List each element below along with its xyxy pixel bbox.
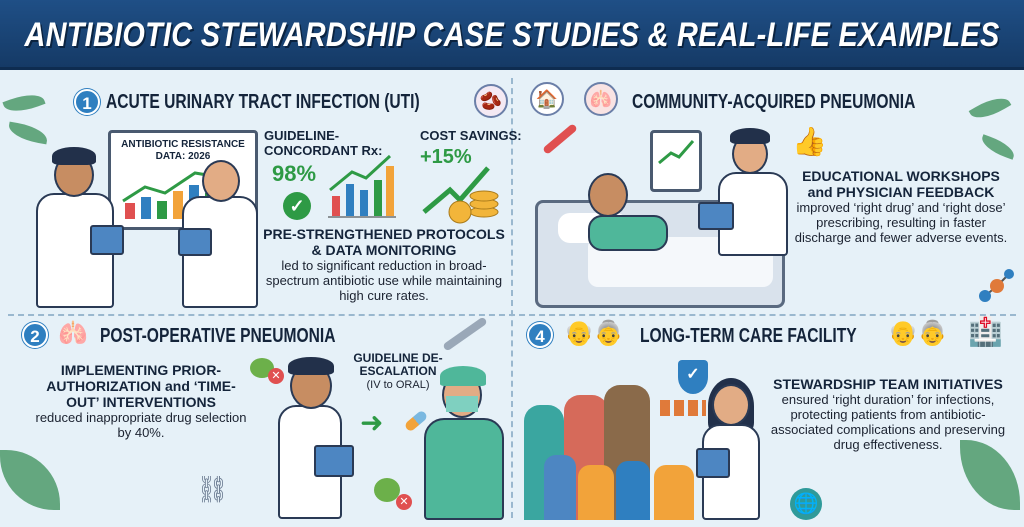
doctor-illustration (696, 378, 760, 520)
panel-heading: PRE-STRENGTHENED PROTOCOLS & DATA MONITO… (263, 226, 505, 258)
leaf-icon (0, 450, 60, 510)
elderly-couple-icon: 👴👵 (564, 320, 624, 347)
building-icon: 🏥 (968, 316, 1003, 347)
divider-horizontal (8, 314, 1016, 316)
scalpel-icon (442, 316, 488, 352)
panel-number-badge: 1 (74, 89, 100, 115)
divider-vertical (511, 78, 513, 518)
panel-body: improved ‘right drug’ and ‘right dose’ p… (794, 200, 1008, 245)
bacteria-icon (374, 478, 400, 502)
lungs-icon: 🫁 (58, 320, 88, 347)
doctor-illustration (278, 355, 354, 520)
deescalation-label: GUIDELINE DE-ESCALATION (353, 351, 443, 378)
growth-chart-icon (328, 154, 396, 218)
lungs-icon: 🫁 (584, 82, 618, 116)
tablet-icon (178, 228, 212, 256)
doctor-illustration (178, 150, 262, 310)
tablet-icon (698, 202, 734, 230)
elderly-couple-icon: 👴👵 (888, 320, 948, 347)
stat-cost-label: COST SAVINGS: (420, 128, 522, 143)
panel-text-block: STEWARDSHIP TEAM INITIATIVES ensured ‘ri… (762, 376, 1014, 452)
panel-heading: STEWARDSHIP TEAM INITIATIVES (773, 376, 1003, 392)
tablet-icon (696, 448, 730, 478)
hospital-bed-illustration (535, 173, 785, 308)
globe-icon: 🌐 (790, 488, 822, 520)
stat-guideline-value: 98% (272, 161, 317, 186)
shield-check-icon: ✓ (678, 360, 708, 394)
leaf-icon (6, 121, 50, 145)
panel-text-block: EDUCATIONAL WORKSHOPS and PHYSICIAN FEED… (794, 168, 1008, 245)
surgeon-illustration (420, 362, 508, 520)
panel-title: COMMUNITY-ACQUIRED PNEUMONIA (632, 91, 916, 113)
check-icon: ✓ (283, 192, 311, 220)
clipboard-chart-icon (650, 130, 702, 192)
chain-icon: ⛓ (196, 474, 230, 504)
leaf-icon (2, 88, 46, 118)
stat-guideline-label: GUIDELINE-CONCORDANT Rx: (264, 128, 383, 158)
family-group-illustration (524, 365, 704, 520)
leaf-icon (978, 134, 1018, 160)
panel-heading: IMPLEMENTING PRIOR-AUTHORIZATION and ‘TI… (46, 362, 236, 410)
panel-title: POST-OPERATIVE PNEUMONIA (100, 325, 336, 347)
molecule-icon (979, 269, 1014, 302)
stat-cost-value: +15% (420, 146, 472, 168)
panel-body: led to significant reduction in broad-sp… (265, 258, 503, 303)
x-icon: ✕ (268, 368, 284, 384)
panel-title: LONG-TERM CARE FACILITY (640, 325, 857, 347)
panel-number-badge: 4 (527, 322, 553, 348)
doctor-illustration (698, 128, 792, 258)
board-label: ANTIBIOTIC RESISTANCE DATA: 2026 (121, 139, 245, 162)
panel-body: reduced inappropriate drug selection by … (35, 410, 247, 440)
arrow-right-icon: ➜ (360, 407, 384, 438)
tablet-icon (90, 225, 124, 255)
kidney-icon: 🫘 (474, 84, 508, 118)
title-bar: ANTIBIOTIC STEWARDSHIP CASE STUDIES & RE… (0, 0, 1024, 70)
deescalation-sub: (IV to ORAL) (366, 379, 430, 391)
tablet-icon (314, 445, 354, 477)
house-icon: 🏠 (530, 82, 564, 116)
panel-number-badge: 2 (22, 322, 48, 348)
coins-icon (422, 166, 499, 224)
page-title: ANTIBIOTIC STEWARDSHIP CASE STUDIES & RE… (24, 16, 1000, 54)
thumbs-up-icon: 👍 (792, 126, 827, 157)
thermometer-icon (542, 123, 578, 155)
panel-text-block: IMPLEMENTING PRIOR-AUTHORIZATION and ‘TI… (30, 362, 252, 440)
x-icon: ✕ (396, 494, 412, 510)
medicine-bottles-icon (660, 400, 706, 416)
panel-body: ensured ‘right duration’ for infections,… (770, 392, 1006, 452)
panel-text-block: PRE-STRENGTHENED PROTOCOLS & DATA MONITO… (258, 226, 510, 303)
doctor-illustration (28, 145, 128, 310)
panel-title: ACUTE URINARY TRACT INFECTION (UTI) (106, 91, 420, 113)
deescalation-block: GUIDELINE DE-ESCALATION (IV to ORAL) (338, 352, 458, 392)
panel-heading: EDUCATIONAL WORKSHOPS and PHYSICIAN FEED… (802, 168, 1000, 200)
leaf-icon (968, 91, 1012, 125)
